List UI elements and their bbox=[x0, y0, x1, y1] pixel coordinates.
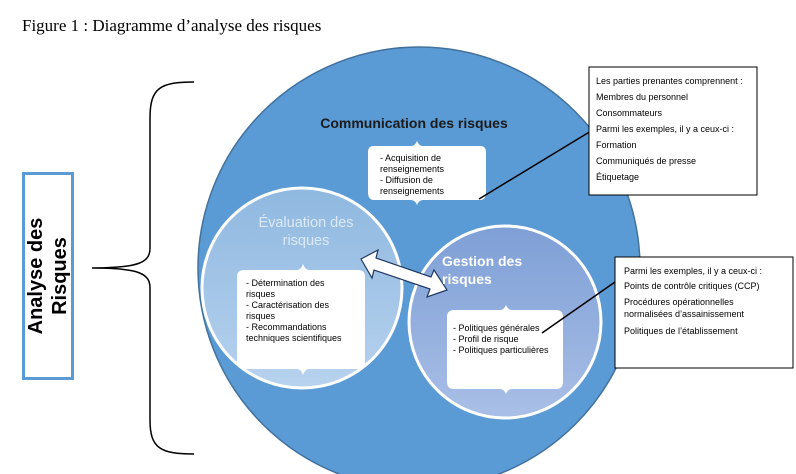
info-line: Procédures opérationnelles normalisées d… bbox=[624, 296, 790, 320]
stakeholders-info-text: Les parties prenantes comprennent : Memb… bbox=[596, 73, 752, 185]
list-item: - Politiques particulières bbox=[453, 345, 549, 355]
info-line: Parmi les exemples, il y a ceux-ci : bbox=[624, 266, 763, 276]
list-item: - Acquisition de bbox=[380, 153, 442, 163]
info-line-part: normalisées d’assainissement bbox=[624, 309, 745, 319]
list-item: risques bbox=[246, 311, 276, 321]
info-line: Communiqués de presse bbox=[596, 156, 697, 166]
gestion-items: - Politiques générales - Profil de risqu… bbox=[453, 323, 563, 356]
communication-items-box bbox=[368, 141, 486, 205]
info-line: Points de contrôle critiques (CCP) bbox=[624, 281, 760, 291]
gestion-title: Gestion des risques bbox=[442, 252, 552, 288]
list-item: renseignements bbox=[380, 164, 445, 174]
list-item: - Profil de risque bbox=[453, 334, 519, 344]
connector-line-communication bbox=[478, 127, 597, 200]
info-line: Politiques de l’établissement bbox=[624, 326, 738, 336]
info-line: Les parties prenantes comprennent : bbox=[596, 76, 743, 86]
evaluation-title-line-2: risques bbox=[282, 233, 330, 249]
list-item: - Détermination des bbox=[246, 278, 325, 288]
gestion-title-line-2: risques bbox=[442, 271, 492, 287]
evaluation-items: - Détermination des risques - Caractéris… bbox=[246, 278, 362, 344]
evaluation-title-line-1: Évaluation des bbox=[258, 215, 354, 231]
list-item: renseignements bbox=[380, 186, 445, 196]
info-line: Formation bbox=[596, 140, 637, 150]
evaluation-items-box bbox=[237, 264, 365, 375]
side-label-line-1: Analyse des bbox=[25, 217, 47, 335]
list-item: risques bbox=[246, 289, 276, 299]
evaluation-title: Évaluation des risques bbox=[226, 214, 386, 250]
connector-line-gestion bbox=[541, 281, 616, 334]
list-item: - Politiques générales bbox=[453, 323, 540, 333]
list-item: - Recommandations bbox=[246, 322, 327, 332]
info-line: Membres du personnel bbox=[596, 92, 689, 102]
stakeholders-info-box bbox=[588, 66, 758, 196]
info-line-part: Procédures opérationnelles bbox=[624, 297, 734, 307]
side-label-line-2: Risques bbox=[49, 237, 71, 315]
list-item: - Diffusion de bbox=[380, 175, 433, 185]
communication-items: - Acquisition de renseignements - Diffus… bbox=[380, 153, 480, 197]
gestion-items-box bbox=[447, 305, 563, 394]
double-arrow bbox=[360, 248, 448, 298]
management-info-text: Parmi les exemples, il y a ceux-ci : Poi… bbox=[624, 264, 790, 339]
list-item: techniques scientifiques bbox=[246, 333, 342, 343]
list-item: - Caractérisation des bbox=[246, 300, 330, 310]
info-line: Étiquetage bbox=[596, 172, 640, 182]
figure-caption: Figure 1 : Diagramme d’analyse des risqu… bbox=[22, 16, 322, 35]
communication-title: Communication des risques bbox=[320, 115, 508, 131]
side-label-box bbox=[22, 172, 74, 380]
management-info-box bbox=[614, 256, 794, 369]
info-line: Parmi les exemples, il y a ceux-ci : bbox=[596, 124, 735, 134]
gestion-title-line-1: Gestion des bbox=[442, 253, 523, 269]
curly-brace bbox=[91, 81, 195, 455]
info-line: Consommateurs bbox=[596, 108, 663, 118]
